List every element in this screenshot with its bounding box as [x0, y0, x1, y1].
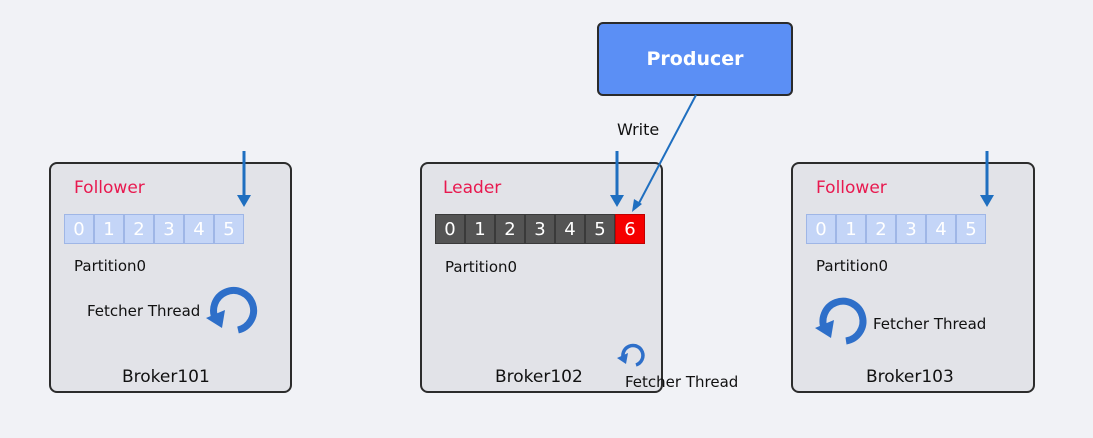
broker-103-partition: Partition0: [816, 257, 889, 275]
log-cell: 0: [806, 214, 836, 244]
new-log-cell: 6: [615, 214, 645, 244]
offset-pointer-arrow: [237, 151, 251, 207]
log-cell: 4: [555, 214, 585, 244]
broker-102-fetcher-label: Fetcher Thread: [625, 373, 739, 391]
broker-102-partition: Partition0: [445, 258, 518, 276]
producer-box: Producer: [597, 22, 793, 96]
refresh-icon: [206, 287, 258, 334]
broker-103-box: [791, 162, 1035, 393]
producer-label: Producer: [646, 48, 744, 70]
broker-101-fetcher-label: Fetcher Thread: [87, 302, 201, 320]
offset-pointer-arrow: [980, 151, 994, 207]
log-cell: 3: [154, 214, 184, 244]
log-cell: 1: [465, 214, 495, 244]
log-cell: 2: [866, 214, 896, 244]
log-cell: 1: [836, 214, 866, 244]
offset-pointer-arrow: [610, 151, 624, 207]
log-cell: 4: [184, 214, 214, 244]
broker-101-log: 0 1 2 3 4 5: [64, 214, 244, 244]
broker-101-role: Follower: [74, 178, 145, 198]
log-cell: 2: [124, 214, 154, 244]
broker-101-box: [49, 162, 292, 393]
write-label: Write: [617, 120, 660, 139]
refresh-icon: [617, 343, 645, 367]
write-arrow: [632, 94, 697, 212]
refresh-icon: [815, 297, 867, 345]
log-cell: 1: [94, 214, 124, 244]
broker-103-fetcher-label: Fetcher Thread: [873, 315, 987, 333]
broker-103-role: Follower: [816, 178, 887, 198]
broker-102-name: Broker102: [495, 367, 583, 387]
broker-103-log: 0 1 2 3 4 5: [806, 214, 986, 244]
broker-103-name: Broker103: [866, 367, 954, 387]
log-cell: 2: [495, 214, 525, 244]
log-cell: 3: [525, 214, 555, 244]
broker-101-partition: Partition0: [74, 257, 147, 275]
broker-101-name: Broker101: [122, 367, 210, 387]
log-cell: 4: [926, 214, 956, 244]
log-cell: 5: [956, 214, 986, 244]
log-cell: 5: [214, 214, 244, 244]
broker-102-role: Leader: [443, 178, 502, 198]
broker-102-log: 0 1 2 3 4 5 6: [435, 214, 645, 244]
log-cell: 0: [435, 214, 465, 244]
log-cell: 3: [896, 214, 926, 244]
log-cell: 5: [585, 214, 615, 244]
log-cell: 0: [64, 214, 94, 244]
